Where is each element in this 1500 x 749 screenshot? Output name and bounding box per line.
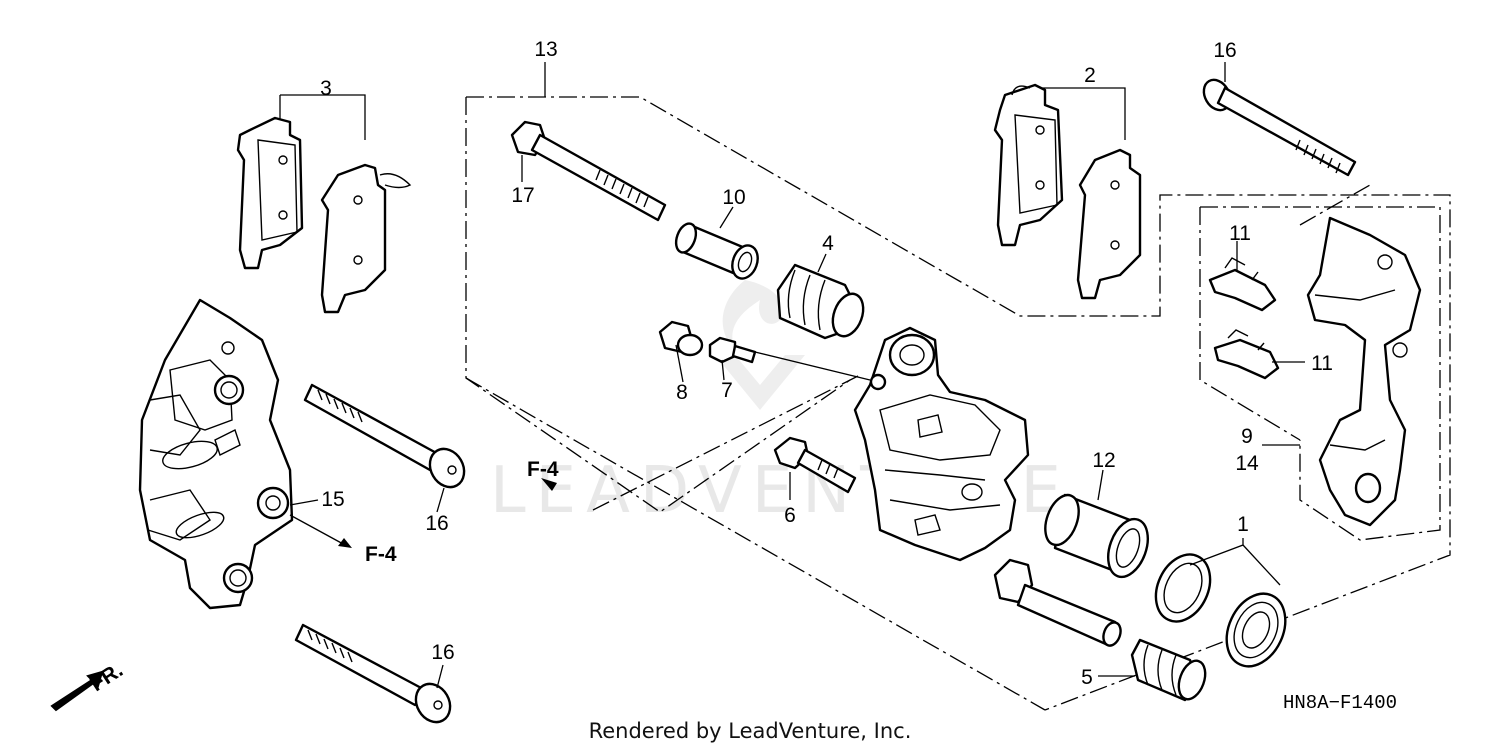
pad-spring-11-lower — [1213, 329, 1280, 380]
callout-7: 7 — [721, 379, 733, 402]
boot-4 — [776, 263, 865, 340]
render-credit: Rendered by LeadVenture, Inc. — [589, 719, 912, 743]
leader-lines — [279, 62, 1305, 689]
callout-8: 8 — [676, 381, 688, 404]
callout-4: 4 — [822, 232, 834, 255]
pad-spring-11-upper — [1208, 257, 1277, 312]
piston-12 — [1044, 493, 1149, 579]
brake-pad-left-set — [236, 116, 412, 314]
callout-2: 2 — [1084, 64, 1096, 87]
f4-arrow-left — [289, 514, 352, 548]
callout-11-upper: 11 — [1229, 222, 1251, 245]
bleeder-cap-8 — [658, 320, 704, 357]
reference-f4-center: F-4 — [527, 458, 559, 481]
bolt-16-upper-left — [303, 383, 466, 489]
callout-10: 10 — [722, 186, 745, 209]
pin-bolt-center — [993, 558, 1122, 647]
pin-bolt-17 — [510, 120, 667, 222]
callout-6: 6 — [784, 504, 796, 527]
front-direction-label: FR. — [86, 658, 127, 696]
callout-14: 14 — [1235, 452, 1259, 475]
bolt-6 — [773, 436, 857, 494]
boot-5 — [1130, 638, 1207, 702]
callout-labels: 1 2 3 4 5 6 7 8 9 10 11 11 12 13 14 15 1… — [320, 38, 1333, 689]
piston-seal-1 — [1154, 553, 1287, 668]
caliper-bracket-9 — [1306, 216, 1422, 527]
caliper-body-center — [853, 326, 1030, 562]
callout-16-upper-right: 16 — [1213, 39, 1236, 62]
bleeder-valve-7 — [708, 336, 757, 364]
callout-16-lower-left: 16 — [431, 641, 454, 664]
f4-arrow-center — [541, 478, 557, 491]
reference-f4-left: F-4 — [365, 543, 397, 566]
assembly-outline — [465, 96, 1451, 711]
callout-13: 13 — [534, 38, 557, 61]
callout-17: 17 — [511, 184, 534, 207]
bolt-16-upper-right — [1202, 78, 1357, 177]
callout-15: 15 — [321, 488, 344, 511]
callout-1: 1 — [1237, 513, 1249, 536]
callout-16-middle-left: 16 — [425, 512, 448, 535]
callout-12: 12 — [1092, 449, 1115, 472]
callout-3: 3 — [320, 77, 332, 100]
brake-pad-right-set — [993, 83, 1142, 300]
callout-5: 5 — [1081, 666, 1093, 689]
caliper-body-left — [138, 298, 294, 610]
front-direction-indicator: FR. — [50, 658, 127, 712]
callout-9: 9 — [1241, 425, 1253, 448]
bolt-16-lower-left — [294, 623, 452, 724]
sleeve-10 — [674, 222, 759, 280]
diagram-code: HN8A−F1400 — [1283, 692, 1397, 714]
callout-11-lower: 11 — [1311, 352, 1333, 375]
